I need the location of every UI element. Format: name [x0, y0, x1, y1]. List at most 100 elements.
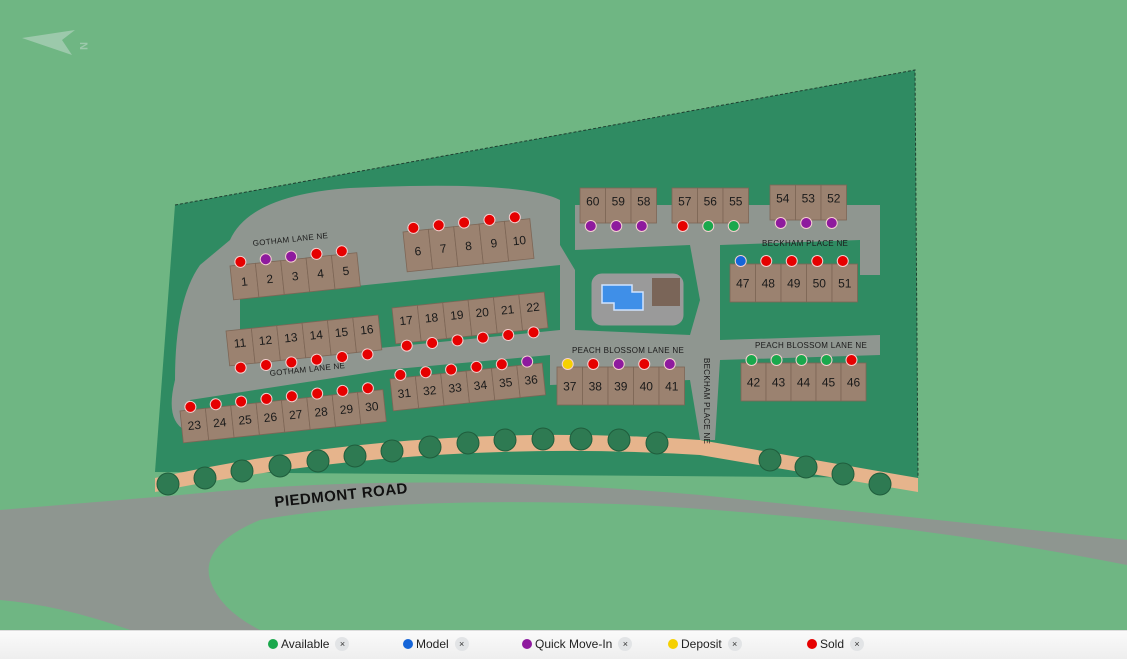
lot-60[interactable]: 60	[579, 187, 606, 232]
lot-footprint[interactable]	[795, 184, 822, 221]
lot-53[interactable]: 53	[795, 184, 822, 229]
lot-footprint[interactable]	[633, 366, 660, 406]
status-marker-sold[interactable]	[336, 384, 349, 397]
lot-17[interactable]: 17	[391, 304, 422, 352]
lot-5[interactable]: 5	[331, 244, 361, 290]
status-marker-quick[interactable]	[584, 220, 597, 232]
status-marker-sold[interactable]	[470, 360, 483, 373]
status-marker-available[interactable]	[745, 354, 758, 366]
status-marker-sold[interactable]	[476, 331, 489, 344]
status-marker-quick[interactable]	[774, 217, 787, 229]
status-marker-sold[interactable]	[445, 363, 458, 376]
lot-12[interactable]: 12	[250, 325, 281, 372]
lot-footprint[interactable]	[765, 362, 792, 402]
lot-49[interactable]: 49	[780, 255, 807, 303]
lot-34[interactable]: 34	[465, 360, 496, 404]
lot-footprint[interactable]	[722, 187, 749, 224]
status-marker-quick[interactable]	[663, 358, 676, 370]
remove-filter-close-icon[interactable]: ×	[727, 637, 742, 651]
lot-36[interactable]: 36	[516, 355, 546, 398]
status-marker-sold[interactable]	[394, 368, 407, 381]
lot-4[interactable]: 4	[305, 247, 336, 293]
status-marker-quick[interactable]	[610, 220, 623, 232]
status-marker-sold[interactable]	[811, 255, 824, 267]
status-marker-quick[interactable]	[612, 358, 625, 370]
lot-39[interactable]: 39	[607, 358, 634, 406]
lot-35[interactable]: 35	[491, 357, 521, 401]
status-marker-sold[interactable]	[432, 219, 445, 232]
lot-22[interactable]: 22	[518, 291, 549, 339]
lot-52[interactable]: 52	[820, 184, 847, 229]
lot-59[interactable]: 59	[605, 187, 632, 232]
lot-footprint[interactable]	[658, 366, 685, 406]
status-marker-sold[interactable]	[184, 400, 197, 413]
lot-footprint[interactable]	[630, 187, 657, 224]
lot-21[interactable]: 21	[493, 294, 524, 342]
lot-11[interactable]: 11	[225, 327, 256, 374]
lot-footprint[interactable]	[607, 366, 634, 406]
lot-20[interactable]: 20	[467, 296, 498, 344]
status-marker-sold[interactable]	[336, 351, 349, 364]
status-marker-sold[interactable]	[361, 382, 374, 395]
remove-filter-close-icon[interactable]: ×	[335, 637, 350, 651]
status-marker-sold[interactable]	[260, 359, 273, 372]
status-marker-quick[interactable]	[285, 250, 298, 263]
lot-38[interactable]: 38	[582, 358, 609, 406]
lot-58[interactable]: 58	[630, 187, 657, 232]
status-marker-sold[interactable]	[234, 361, 247, 374]
status-marker-sold[interactable]	[785, 255, 798, 267]
status-marker-sold[interactable]	[407, 221, 420, 234]
remove-filter-close-icon[interactable]: ×	[850, 637, 865, 651]
lot-50[interactable]: 50	[806, 255, 833, 303]
status-marker-sold[interactable]	[310, 247, 323, 260]
status-marker-sold[interactable]	[335, 245, 348, 258]
status-marker-sold[interactable]	[419, 366, 432, 379]
lot-42[interactable]: 42	[740, 354, 767, 402]
lot-footprint[interactable]	[729, 263, 756, 303]
status-marker-sold[interactable]	[451, 334, 464, 347]
lot-30[interactable]: 30	[357, 381, 387, 425]
lot-47[interactable]: 47	[729, 255, 756, 303]
lot-15[interactable]: 15	[327, 317, 357, 364]
status-marker-quick[interactable]	[825, 217, 838, 229]
status-marker-sold[interactable]	[234, 255, 247, 268]
status-marker-sold[interactable]	[285, 390, 298, 403]
status-marker-sold[interactable]	[361, 348, 374, 361]
lot-10[interactable]: 10	[504, 210, 535, 262]
lot-footprint[interactable]	[740, 362, 767, 402]
lot-footprint[interactable]	[820, 184, 847, 221]
lot-41[interactable]: 41	[658, 358, 685, 406]
status-marker-sold[interactable]	[508, 211, 521, 224]
status-marker-sold[interactable]	[676, 220, 689, 232]
status-marker-quick[interactable]	[800, 217, 813, 229]
status-marker-model[interactable]	[734, 255, 747, 267]
lot-29[interactable]: 29	[331, 384, 362, 428]
status-marker-quick[interactable]	[259, 253, 272, 266]
lot-55[interactable]: 55	[722, 187, 749, 232]
lot-footprint[interactable]	[582, 366, 609, 406]
status-marker-sold[interactable]	[845, 354, 858, 366]
lot-51[interactable]: 51	[831, 255, 858, 303]
lot-2[interactable]: 2	[254, 252, 285, 298]
status-marker-sold[interactable]	[311, 387, 324, 400]
remove-filter-close-icon[interactable]: ×	[618, 637, 633, 651]
lot-footprint[interactable]	[697, 187, 724, 224]
lot-28[interactable]: 28	[306, 387, 336, 430]
status-marker-available[interactable]	[795, 354, 808, 366]
lot-32[interactable]: 32	[414, 365, 445, 409]
lot-footprint[interactable]	[556, 366, 583, 406]
status-marker-deposit[interactable]	[561, 358, 574, 370]
status-marker-quick[interactable]	[521, 355, 534, 368]
lot-6[interactable]: 6	[402, 221, 433, 273]
status-marker-sold[interactable]	[285, 356, 298, 369]
lot-31[interactable]: 31	[389, 368, 420, 412]
status-marker-sold[interactable]	[458, 216, 471, 229]
status-marker-available[interactable]	[702, 220, 715, 232]
lot-8[interactable]: 8	[453, 216, 484, 267]
lot-37[interactable]: 37	[556, 358, 583, 406]
lot-7[interactable]: 7	[427, 218, 459, 270]
status-marker-available[interactable]	[820, 354, 833, 366]
status-marker-sold[interactable]	[502, 329, 515, 342]
status-marker-sold[interactable]	[638, 358, 651, 370]
